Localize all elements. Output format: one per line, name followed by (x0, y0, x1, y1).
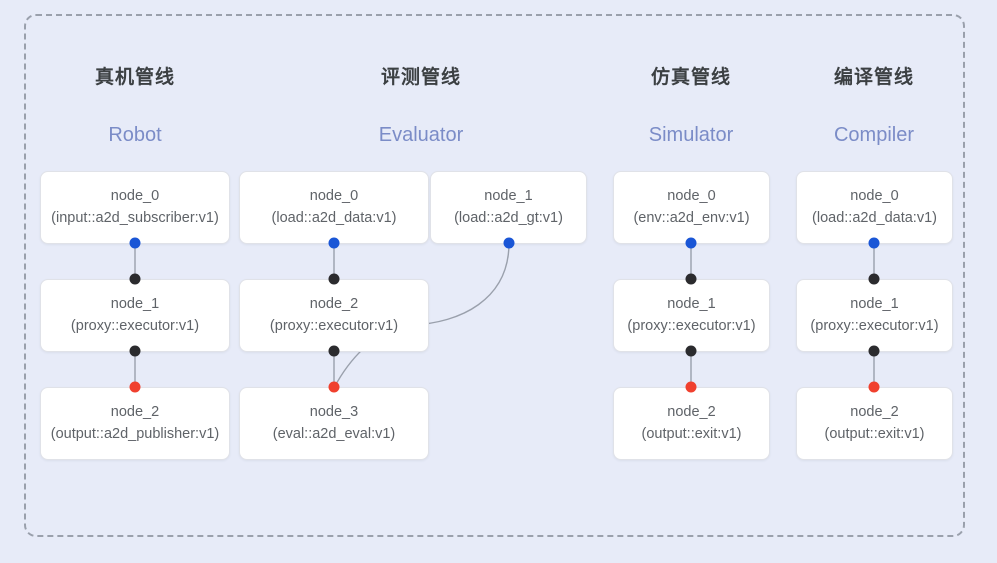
port-pass-icon[interactable] (868, 345, 880, 357)
node-spec: (output::exit:v1) (641, 425, 742, 442)
node-name: node_2 (309, 296, 359, 313)
column-header-robot: 真机管线 (35, 62, 235, 89)
node-name: node_0 (850, 188, 899, 205)
column-en-header-simulator: Simulator (591, 124, 791, 147)
pipeline-diagram-frame (24, 14, 965, 537)
node-spec: (load::a2d_gt:v1) (454, 209, 563, 226)
port-pass-icon[interactable] (685, 273, 697, 285)
node-name: node_1 (667, 296, 716, 313)
node-simulator-0[interactable]: node_0 (env::a2d_env:v1) (613, 171, 770, 244)
node-name: node_1 (850, 296, 899, 313)
node-spec: (proxy::executor:v1) (627, 317, 756, 334)
port-input-icon[interactable] (503, 237, 515, 249)
node-name: node_2 (850, 404, 899, 421)
node-name: node_2 (110, 404, 160, 421)
column-cn-title-robot: 真机管线 (94, 67, 175, 88)
node-name: node_1 (484, 188, 533, 205)
node-evaluator-1[interactable]: node_1 (load::a2d_gt:v1) (430, 171, 587, 244)
node-spec: (proxy::executor:v1) (269, 317, 399, 334)
port-input-icon[interactable] (685, 237, 697, 249)
node-name: node_0 (110, 188, 160, 205)
port-input-icon[interactable] (328, 237, 340, 249)
node-compiler-0[interactable]: node_0 (load::a2d_data:v1) (796, 171, 953, 244)
node-robot-2[interactable]: node_2 (output::a2d_publisher:v1) (40, 387, 230, 460)
port-pass-icon[interactable] (685, 345, 697, 357)
port-pass-icon[interactable] (129, 345, 141, 357)
node-name: node_0 (667, 188, 716, 205)
column-header-evaluator: 评测管线 (321, 62, 521, 89)
port-pass-icon[interactable] (868, 273, 880, 285)
port-pass-icon[interactable] (328, 273, 340, 285)
column-cn-title-simulator: 仿真管线 (650, 67, 731, 88)
node-spec: (load::a2d_data:v1) (812, 209, 937, 226)
port-output-icon[interactable] (685, 381, 697, 393)
port-pass-icon[interactable] (129, 273, 141, 285)
column-header-simulator: 仿真管线 (591, 62, 791, 89)
column-en-title-simulator: Simulator (648, 124, 734, 146)
node-compiler-1[interactable]: node_1 (proxy::executor:v1) (796, 279, 953, 352)
port-output-icon[interactable] (868, 381, 880, 393)
node-spec: (output::a2d_publisher:v1) (50, 425, 220, 442)
node-simulator-1[interactable]: node_1 (proxy::executor:v1) (613, 279, 770, 352)
column-header-compiler: 编译管线 (774, 62, 974, 89)
node-spec: (load::a2d_data:v1) (271, 209, 397, 226)
column-en-header-compiler: Compiler (774, 124, 974, 147)
column-en-header-robot: Robot (35, 124, 235, 147)
node-name: node_1 (110, 296, 160, 313)
node-name: node_0 (309, 188, 359, 205)
node-spec: (env::a2d_env:v1) (633, 209, 750, 226)
node-spec: (proxy::executor:v1) (810, 317, 939, 334)
node-robot-1[interactable]: node_1 (proxy::executor:v1) (40, 279, 230, 352)
node-spec: (eval::a2d_eval:v1) (272, 425, 396, 442)
node-robot-0[interactable]: node_0 (input::a2d_subscriber:v1) (40, 171, 230, 244)
node-evaluator-0[interactable]: node_0 (load::a2d_data:v1) (239, 171, 429, 244)
node-simulator-2[interactable]: node_2 (output::exit:v1) (613, 387, 770, 460)
column-cn-title-compiler: 编译管线 (833, 67, 914, 88)
port-input-icon[interactable] (868, 237, 880, 249)
node-name: node_2 (667, 404, 716, 421)
port-input-icon[interactable] (129, 237, 141, 249)
node-spec: (proxy::executor:v1) (70, 317, 200, 334)
column-en-title-compiler: Compiler (833, 124, 915, 146)
node-spec: (output::exit:v1) (824, 425, 925, 442)
column-cn-title-evaluator: 评测管线 (380, 67, 461, 88)
node-spec: (input::a2d_subscriber:v1) (51, 209, 219, 226)
column-en-title-evaluator: Evaluator (378, 124, 464, 146)
node-compiler-2[interactable]: node_2 (output::exit:v1) (796, 387, 953, 460)
column-en-title-robot: Robot (108, 124, 162, 146)
node-evaluator-2[interactable]: node_2 (proxy::executor:v1) (239, 279, 429, 352)
node-name: node_3 (309, 404, 359, 421)
port-pass-icon[interactable] (328, 345, 340, 357)
column-en-header-evaluator: Evaluator (321, 124, 521, 147)
port-output-icon[interactable] (328, 381, 340, 393)
node-evaluator-3[interactable]: node_3 (eval::a2d_eval:v1) (239, 387, 429, 460)
port-output-icon[interactable] (129, 381, 141, 393)
